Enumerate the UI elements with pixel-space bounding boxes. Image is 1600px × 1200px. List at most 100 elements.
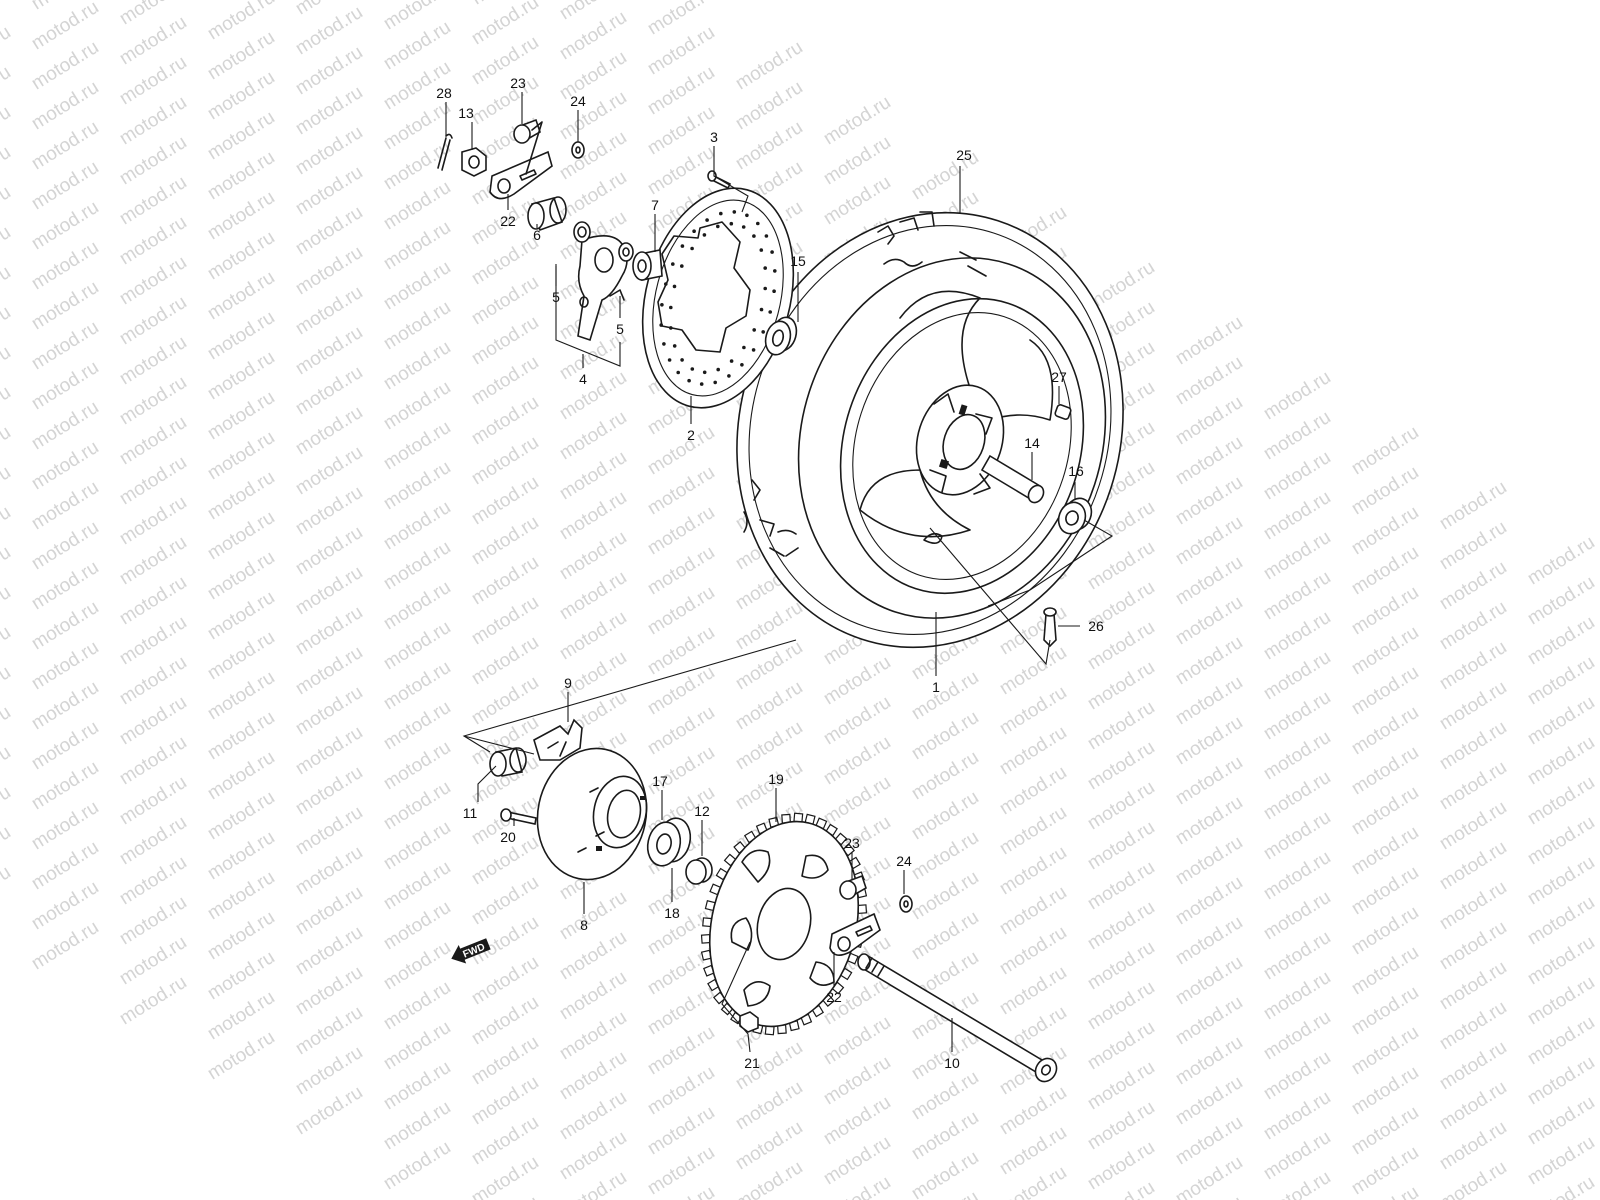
leader-lines <box>445 92 1114 1053</box>
disc-hole <box>729 359 734 363</box>
disc-hole <box>702 370 707 375</box>
callout-3: 3 <box>710 129 718 145</box>
axle-spacer-14 <box>980 454 1045 504</box>
callout-22: 22 <box>500 213 516 229</box>
disc-hole <box>727 374 731 378</box>
callout-14: 14 <box>1024 435 1040 451</box>
disc-hole <box>745 213 749 218</box>
disc-hole <box>680 264 684 268</box>
disc-bolt-3 <box>707 170 732 190</box>
callout-17: 17 <box>652 773 668 789</box>
callout-22-lower: 22 <box>826 989 842 1005</box>
callout-18: 18 <box>664 905 680 921</box>
disc-hole <box>699 382 704 386</box>
disc-hole <box>667 358 672 362</box>
callout-28: 28 <box>436 85 452 101</box>
callout-5b: 5 <box>616 321 624 337</box>
disc-hole <box>690 367 695 371</box>
caliper-bracket-4 <box>577 235 628 342</box>
disc-hole <box>773 269 777 273</box>
disc-hole <box>716 367 720 372</box>
disc-hole <box>692 229 696 233</box>
callout-7: 7 <box>651 197 659 213</box>
disc-hole <box>768 310 772 314</box>
disc-hole <box>752 328 756 332</box>
callout-24: 24 <box>570 93 586 109</box>
adjuster-bolt-23 <box>513 118 541 144</box>
disc-hole <box>759 248 764 252</box>
disc-hole <box>764 234 769 238</box>
sprocket-tooth <box>793 812 804 823</box>
callout-2: 2 <box>687 427 695 443</box>
disc-hole <box>713 380 717 385</box>
chain-adjuster-22-lower <box>829 912 881 956</box>
callout-25: 25 <box>956 147 972 163</box>
disc-hole <box>705 218 709 222</box>
callout-26: 26 <box>1088 618 1104 634</box>
cush-damper-9 <box>533 718 583 761</box>
disc-hole <box>669 305 673 310</box>
callout-15: 15 <box>790 253 806 269</box>
valve-26 <box>1043 607 1057 648</box>
cotter-pin-28 <box>437 133 453 171</box>
spacer-7 <box>632 249 663 281</box>
disc-hole <box>770 250 774 254</box>
sprocket-tooth <box>764 1025 775 1036</box>
disc-hole <box>763 286 767 291</box>
callout-1: 1 <box>932 679 940 695</box>
disc-hole <box>716 224 720 229</box>
bearing-16 <box>1057 497 1093 535</box>
callout-5a: 5 <box>552 289 560 305</box>
disc-hole <box>742 345 746 350</box>
callout-21: 21 <box>744 1055 760 1071</box>
bushing-5b <box>618 242 634 262</box>
disc-hole <box>761 330 765 334</box>
callout-16: 16 <box>1068 463 1084 479</box>
arrow-left-icon <box>451 938 491 964</box>
disc-hole <box>772 289 776 294</box>
callout-24-lower: 24 <box>896 853 912 869</box>
callout-labels: 28 13 23 24 22 6 5 5 4 7 3 2 15 25 27 14… <box>436 75 1104 1071</box>
disc-hole <box>664 282 668 286</box>
rear-axle-10 <box>857 953 1058 1083</box>
disc-hole <box>752 234 756 238</box>
rear-wheel-rim <box>839 290 1085 595</box>
callout-23: 23 <box>510 75 526 91</box>
callout-12: 12 <box>694 803 710 819</box>
disc-hole <box>672 344 677 348</box>
callout-20: 20 <box>500 829 516 845</box>
disc-hole <box>729 221 734 226</box>
disc-hole <box>751 348 756 352</box>
disc-hole <box>741 225 746 229</box>
callout-4: 4 <box>579 371 587 387</box>
adjuster-bolt-23-lower <box>839 874 867 900</box>
callout-19: 19 <box>768 771 784 787</box>
sprocket-bolt-20 <box>500 808 537 825</box>
chain-adjuster-22 <box>489 121 553 200</box>
callout-11: 11 <box>463 805 478 821</box>
brake-disc <box>641 187 795 409</box>
spacer-12 <box>685 857 713 885</box>
disc-hole <box>671 262 675 266</box>
disc-hole <box>756 221 760 226</box>
disc-hole <box>763 266 767 270</box>
washer-24-lower <box>899 895 913 913</box>
disc-hole <box>659 323 663 327</box>
disc-hole <box>759 307 764 312</box>
disc-hole <box>660 303 664 307</box>
disc-hole <box>702 233 707 237</box>
disc-hole <box>690 246 694 251</box>
disc-hole <box>687 378 691 383</box>
callout-10: 10 <box>944 1055 960 1071</box>
disc-hole <box>680 244 685 248</box>
disc-hole <box>732 210 737 214</box>
sprocket-carrier-8 <box>536 747 648 881</box>
disc-hole <box>740 363 744 367</box>
bearing-15 <box>764 316 798 356</box>
disc-hole <box>672 284 677 289</box>
disc-hole <box>676 370 680 375</box>
callout-27: 27 <box>1051 369 1067 385</box>
axle-nut-13 <box>461 147 487 177</box>
disc-hole <box>669 326 673 330</box>
fwd-label: FWD <box>462 942 487 961</box>
